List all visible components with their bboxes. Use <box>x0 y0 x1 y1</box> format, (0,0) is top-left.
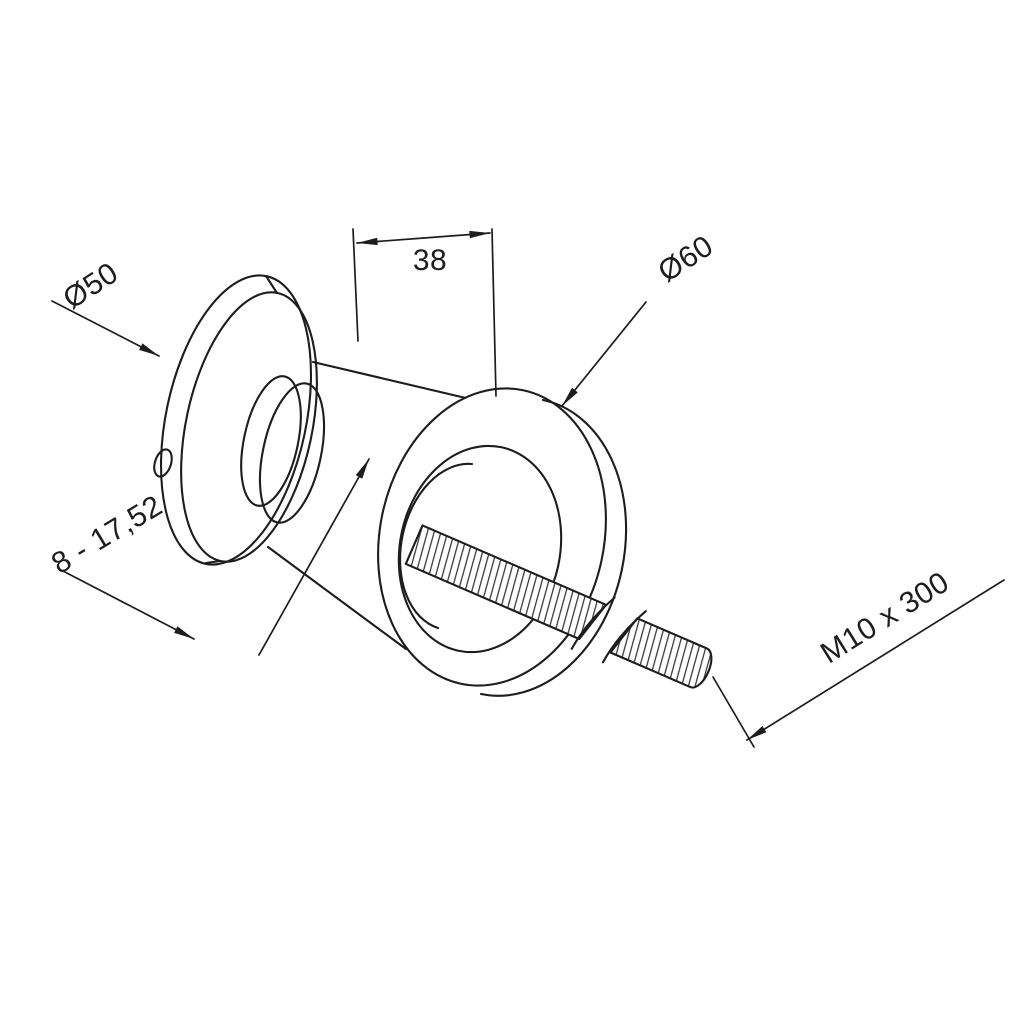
clamp-plate-outline <box>159 274 313 566</box>
glass-clamp-adapter <box>153 274 713 697</box>
dim-line-body-width-right <box>423 230 491 239</box>
body-bottom-edge <box>266 545 408 651</box>
rod-segment-near <box>404 524 608 641</box>
dim-label-flange-diameter: Ø60 <box>652 229 719 288</box>
set-screw-hole <box>153 448 173 478</box>
leader-clamp-range-body <box>258 458 370 656</box>
leader-clamp-range-plate <box>62 570 195 640</box>
extension-line-body-left <box>352 228 359 342</box>
plate-rim-edge-bottom <box>204 559 222 565</box>
neck-front-face <box>258 382 326 524</box>
break-line-1 <box>570 596 616 650</box>
leader-front-plate-diameter <box>51 300 160 357</box>
body-top-edge <box>311 360 472 401</box>
leader-flange-diameter <box>561 301 647 407</box>
dim-label-front-plate-diameter: Ø50 <box>57 256 124 315</box>
flange-rim <box>479 398 628 697</box>
neck-back-face <box>240 375 302 507</box>
rod-segment-tip <box>609 617 713 689</box>
dim-line-body-width-left <box>356 237 425 246</box>
threaded-rod <box>404 524 713 689</box>
dim-line-thread <box>746 579 1005 741</box>
opening-recess-edge <box>399 462 474 630</box>
extension-line-body-right <box>491 228 497 397</box>
dim-label-body-width: 38 <box>413 244 447 277</box>
plate-rim-edge-top <box>264 274 279 295</box>
dim-label-clamp-range: 8 - 17,52 <box>46 489 168 581</box>
extension-line-rod-end <box>712 676 755 748</box>
break-line-2 <box>601 610 647 664</box>
